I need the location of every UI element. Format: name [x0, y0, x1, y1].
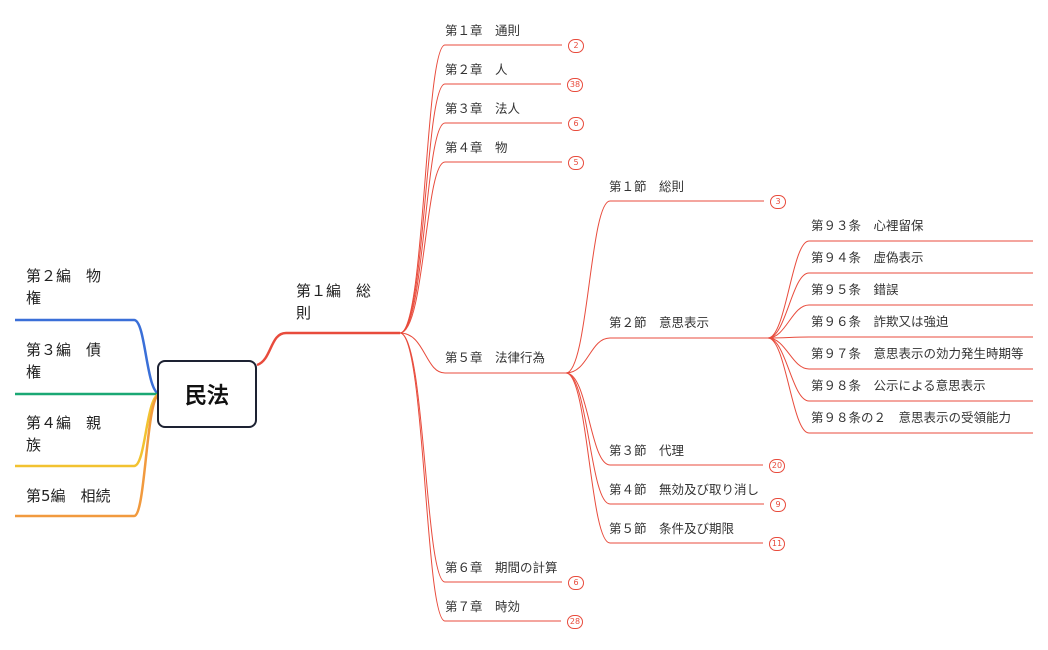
article-node[interactable]: 第９６条 詐欺又は強迫 — [811, 314, 949, 329]
connector-line — [767, 337, 1033, 402]
root-label: 民法 — [184, 384, 229, 409]
connector-line — [399, 44, 562, 334]
connector-line — [15, 392, 161, 518]
article-node[interactable]: 第９８条の２ 意思表示の受領能力 — [811, 410, 1012, 425]
branch-label: 第２編 物 — [26, 267, 102, 285]
branch-label: 第３編 債 — [26, 341, 102, 359]
branch-label: 第４編 親 — [26, 414, 102, 432]
collapsed-count-badge[interactable]: 2 — [568, 39, 584, 53]
chapter-node[interactable]: 第７章 時効 — [445, 599, 521, 614]
connector-line — [399, 332, 562, 583]
section-node[interactable]: 第５節 条件及び期限 — [609, 521, 735, 536]
connector-line — [399, 83, 561, 334]
connector-line — [565, 337, 768, 374]
chapter-node[interactable]: 第１章 通則 — [445, 23, 521, 38]
branch-node-4[interactable]: 第４編 親 族 — [26, 412, 101, 456]
branch-node-2[interactable]: 第２編 物 権 — [26, 265, 101, 309]
collapsed-count-badge[interactable]: 3 — [770, 195, 786, 209]
connector-line — [767, 337, 1033, 434]
chapter-node[interactable]: 第２章 人 — [445, 62, 508, 77]
main-branch-label-cont: 則 — [296, 304, 312, 322]
branch-node-3[interactable]: 第３編 債 権 — [26, 339, 101, 383]
connector-line — [767, 304, 1033, 339]
connector-line — [399, 332, 566, 374]
collapsed-count-badge[interactable]: 20 — [769, 459, 785, 473]
connector-line — [399, 122, 562, 334]
section-node[interactable]: 第４節 無効及び取り消し — [609, 482, 760, 497]
branch-label-cont: 権 — [26, 289, 42, 307]
article-node[interactable]: 第９４条 虚偽表示 — [811, 250, 924, 265]
collapsed-count-badge[interactable]: 11 — [769, 537, 785, 551]
section-node[interactable]: 第３節 代理 — [609, 443, 685, 458]
chapter-node[interactable]: 第３章 法人 — [445, 101, 521, 116]
connector-line — [15, 318, 161, 396]
collapsed-count-badge[interactable]: 6 — [568, 117, 584, 131]
article-node[interactable]: 第９７条 意思表示の効力発生時期等 — [811, 346, 1024, 361]
connector-line — [767, 240, 1033, 339]
connector-line — [399, 161, 562, 334]
connector-line — [565, 372, 763, 544]
collapsed-count-badge[interactable]: 38 — [567, 78, 583, 92]
collapsed-count-badge[interactable]: 9 — [770, 498, 786, 512]
connector-line — [565, 372, 763, 466]
chapter-node[interactable]: 第６章 期間の計算 — [445, 560, 558, 575]
collapsed-count-badge[interactable]: 5 — [568, 156, 584, 170]
main-branch-label: 第１編 総 — [296, 282, 372, 300]
article-node[interactable]: 第９８条 公示による意思表示 — [811, 378, 986, 393]
connector-line — [767, 272, 1033, 339]
connector-line — [399, 332, 561, 622]
root-node[interactable]: 民法 — [157, 360, 257, 428]
article-node[interactable]: 第９５条 錯誤 — [811, 282, 899, 297]
branch-node-5[interactable]: 第5編 相続 — [26, 485, 111, 507]
chapter-node[interactable]: 第５章 法律行為 — [445, 350, 546, 365]
chapter-node[interactable]: 第４章 物 — [445, 140, 508, 155]
main-branch-node[interactable]: 第１編 総 則 — [296, 280, 371, 324]
section-node[interactable]: 第２節 意思表示 — [609, 315, 710, 330]
collapsed-count-badge[interactable]: 28 — [567, 615, 583, 629]
collapsed-count-badge[interactable]: 6 — [568, 576, 584, 590]
branch-label-cont: 権 — [26, 363, 42, 381]
connector-line — [256, 331, 400, 367]
article-node[interactable]: 第９３条 心裡留保 — [811, 218, 924, 233]
connector-line — [767, 337, 1033, 370]
connector-line — [565, 200, 764, 374]
connector-line — [767, 336, 1033, 339]
section-node[interactable]: 第１節 総則 — [609, 179, 685, 194]
connector-line — [565, 372, 764, 505]
branch-label-cont: 族 — [26, 436, 42, 454]
branch-label: 第5編 相続 — [26, 487, 111, 505]
